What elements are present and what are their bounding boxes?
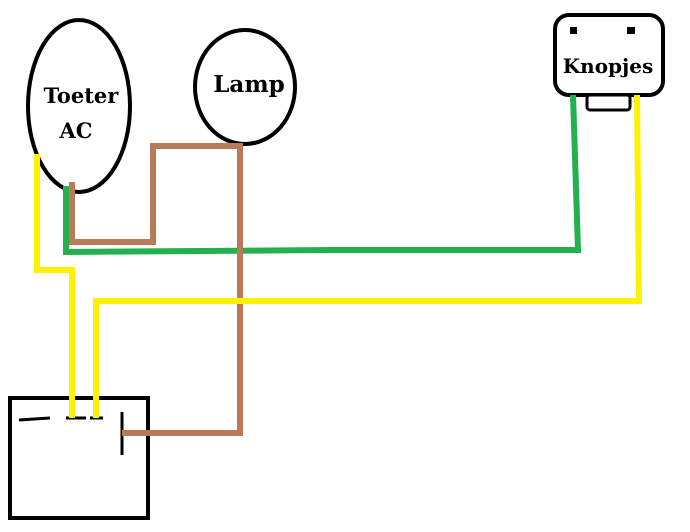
buttons-contact-right — [627, 27, 635, 34]
box-terminal-left — [18, 416, 51, 422]
lamp-label: Lamp — [213, 71, 285, 98]
control-box-outline — [8, 396, 150, 520]
yellow-wire-horn — [34, 154, 75, 418]
yellow-wire-buttons — [93, 94, 643, 418]
buttons-label: Knopjes — [563, 54, 653, 78]
green-wire — [63, 94, 582, 256]
control-box — [8, 396, 150, 520]
lamp-outline — [193, 28, 297, 146]
lamp-component: Lamp — [193, 28, 297, 146]
buttons-contact-left — [570, 27, 577, 34]
horn-label-line2: AC — [58, 118, 92, 143]
horn-label-line1: Toeter — [44, 83, 120, 108]
buttons-tab — [585, 93, 632, 112]
brown-wire — [69, 143, 243, 436]
horn-component: Toeter AC — [26, 18, 132, 194]
buttons-component: Knopjes — [553, 13, 665, 112]
horn-outline — [26, 18, 132, 194]
